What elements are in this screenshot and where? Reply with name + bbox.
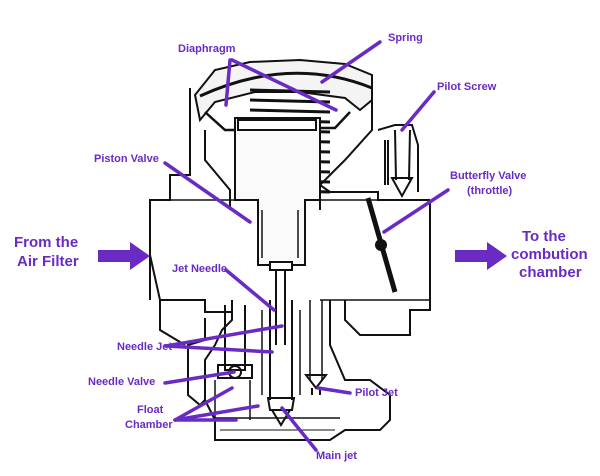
piston-valve-leader <box>163 161 252 224</box>
leader-lines <box>163 40 450 452</box>
main-jet-leader <box>280 406 318 452</box>
butterfly-valve-label: Butterfly Valve <box>450 170 526 182</box>
outlet-arrow <box>455 242 507 270</box>
to-chamber-line2: combution <box>511 246 588 263</box>
to-chamber-line1: To the <box>522 228 566 245</box>
butterfly-valve-leader <box>382 188 450 234</box>
float-chamber-line1: Float <box>137 404 164 416</box>
throttle-label: (throttle) <box>467 185 513 197</box>
needle-valve-leader <box>163 370 236 385</box>
needle-jet-leader-2 <box>164 344 274 354</box>
pilot-jet-leader <box>316 386 352 395</box>
from-air-filter-line2: Air Filter <box>17 253 79 270</box>
pilot-jet-label: Pilot Jet <box>355 387 398 399</box>
piston-valve-label: Piston Valve <box>94 153 159 165</box>
float-chamber-leader-2 <box>173 404 260 422</box>
diaphragm-label: Diaphragm <box>178 43 236 55</box>
labels: Diaphragm Spring Pilot Screw Piston Valv… <box>14 32 588 462</box>
float-chamber-leader-1 <box>173 386 234 422</box>
inlet-arrow <box>98 242 150 270</box>
diaphragm-leader-left <box>224 58 232 107</box>
pilot-screw-leader <box>400 90 436 132</box>
to-chamber-line3: chamber <box>519 264 582 281</box>
needle-valve-label: Needle Valve <box>88 376 155 388</box>
spring-label: Spring <box>388 32 423 44</box>
flow-arrows <box>98 242 507 270</box>
jet-needle-leader <box>224 268 276 312</box>
carburetor-body <box>149 58 431 441</box>
pilot-screw-label: Pilot Screw <box>437 81 497 93</box>
from-air-filter-line1: From the <box>14 234 78 251</box>
needle-jet-label: Needle Jet <box>117 341 172 353</box>
main-jet-label: Main jet <box>316 450 357 462</box>
spring-leader <box>320 40 382 84</box>
diaphragm-leader-right <box>230 58 338 112</box>
jet-needle-label: Jet Needle <box>172 263 227 275</box>
needle-jet-leader-1 <box>164 324 284 348</box>
float-chamber-line2: Chamber <box>125 419 173 431</box>
